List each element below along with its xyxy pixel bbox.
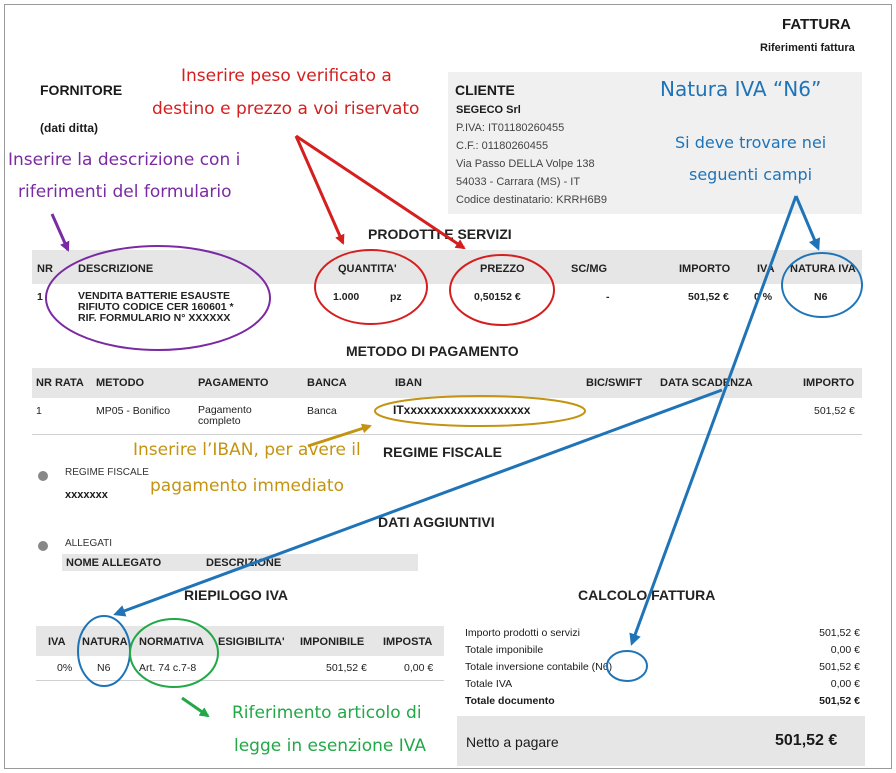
- dati-bullet-icon: [38, 541, 48, 551]
- pagamento-row-iban: ITxxxxxxxxxxxxxxxxxxx: [393, 403, 531, 417]
- fornitore-title: FORNITORE: [40, 82, 123, 98]
- riepilogo-col-natura: NATURA: [82, 636, 128, 648]
- pagamento-row-metodo: MP05 - Bonifico: [96, 405, 171, 417]
- prodotti-row-qty: 1.000: [333, 291, 360, 303]
- riepilogo-divider: [36, 680, 444, 681]
- annotation-iban-line1: Inserire l’IBAN, per avere il: [133, 440, 361, 460]
- netto-bar: [457, 716, 865, 766]
- calcolo-section-title: CALCOLO FATTURA: [578, 587, 716, 603]
- annotation-desc-line2: riferimenti del formulario: [18, 182, 232, 202]
- pagamento-row-importo: 501,52 €: [814, 405, 855, 417]
- annotation-rif-line1: Riferimento articolo di: [232, 703, 422, 723]
- riepilogo-col-esigibilita: ESIGIBILITA': [218, 636, 285, 648]
- riepilogo-row-imposta: 0,00 €: [404, 662, 434, 674]
- dati-section-title: DATI AGGIUNTIVI: [378, 514, 495, 530]
- pagamento-col-banca: BANCA: [307, 377, 347, 389]
- prodotti-col-scmg: SC/MG: [571, 263, 608, 275]
- prodotti-row-price: 0,50152 €: [474, 291, 521, 303]
- cliente-address: Via Passo DELLA Volpe 138: [456, 158, 595, 170]
- prodotti-col-natura: NATURA IVA: [790, 263, 856, 275]
- pagamento-divider: [32, 434, 862, 435]
- riepilogo-col-imposta: IMPOSTA: [383, 636, 433, 648]
- netto-label: Netto a pagare: [466, 734, 559, 750]
- annotation-natura-title: Natura IVA “N6”: [660, 77, 822, 101]
- prodotti-row-natura: N6: [814, 291, 828, 303]
- pagamento-col-metodo: METODO: [96, 377, 145, 389]
- regime-section-title: REGIME FISCALE: [383, 444, 503, 460]
- cliente-name: SEGECO Srl: [456, 104, 521, 116]
- pagamento-col-iban: IBAN: [395, 377, 422, 389]
- fornitore-subtitle: (dati ditta): [40, 121, 98, 135]
- invoice-subtitle: Riferimenti fattura: [760, 42, 855, 54]
- calcolo-row-importo: Importo prodotti o servizi 501,52 €: [465, 627, 860, 639]
- calcolo-row-iva: Totale IVA 0,00 €: [465, 678, 860, 690]
- riepilogo-row-iva: 0%: [57, 662, 73, 674]
- prodotti-col-descrizione: DESCRIZIONE: [78, 263, 154, 275]
- calcolo-row-inversione: Totale inversione contabile (N6) 501,52 …: [465, 661, 860, 673]
- calcolo-row-totale: Totale documento 501,52 €: [465, 695, 860, 707]
- annotation-desc-line1: Inserire la descrizione con i: [8, 150, 241, 170]
- regime-label: REGIME FISCALE: [65, 467, 149, 478]
- prodotti-row-unit: pz: [390, 291, 402, 303]
- pagamento-section-title: METODO DI PAGAMENTO: [346, 343, 519, 359]
- riepilogo-row-natura: N6: [97, 662, 111, 674]
- prodotti-row-sc: -: [606, 291, 610, 303]
- prodotti-row-nr: 1: [37, 291, 43, 303]
- pagamento-col-scadenza: DATA SCADENZA: [660, 377, 753, 389]
- pagamento-col-bic: BIC/SWIFT: [586, 377, 643, 389]
- riepilogo-col-imponibile: IMPONIBILE: [300, 636, 365, 648]
- dati-col-nome: NOME ALLEGATO: [66, 557, 162, 569]
- annotation-peso-line1: Inserire peso verificato a: [181, 66, 392, 86]
- riepilogo-row-imponibile: 501,52 €: [326, 662, 367, 674]
- prodotti-col-nr: NR: [37, 263, 53, 275]
- pagamento-row-banca: Banca: [307, 405, 337, 417]
- netto-value: 501,52 €: [775, 732, 838, 749]
- cliente-cf: C.F.: 01180260455: [456, 140, 549, 152]
- cliente-codice: Codice destinatario: KRRH6B9: [456, 194, 608, 206]
- prodotti-col-prezzo: PREZZO: [480, 263, 525, 275]
- annotation-peso-line2: destino e prezzo a voi riservato: [152, 99, 420, 119]
- pagamento-col-pagamento: PAGAMENTO: [198, 377, 269, 389]
- prodotti-col-quantita: QUANTITA': [338, 263, 397, 275]
- cliente-title: CLIENTE: [455, 82, 515, 98]
- regime-bullet-icon: [38, 471, 48, 481]
- riepilogo-col-iva: IVA: [48, 636, 66, 648]
- calcolo-rows: Importo prodotti o servizi 501,52 € Tota…: [465, 627, 860, 712]
- prodotti-col-iva: IVA: [757, 263, 775, 275]
- pagamento-col-importo: IMPORTO: [803, 377, 855, 389]
- regime-value: xxxxxxx: [65, 489, 108, 501]
- riepilogo-col-normativa: NORMATIVA: [139, 636, 204, 648]
- pagamento-row-pagamento: Pagamento completo: [198, 404, 252, 427]
- prodotti-row-descrizione: VENDITA BATTERIE ESAUSTE RIFIUTO CODICE …: [78, 290, 234, 324]
- annotation-natura-line2: seguenti campi: [689, 165, 813, 184]
- pagamento-row-nr: 1: [36, 405, 42, 417]
- prodotti-section-title: PRODOTTI E SERVIZI: [368, 226, 512, 242]
- calcolo-row-imponibile: Totale imponibile 0,00 €: [465, 644, 860, 656]
- cliente-box: [448, 72, 862, 214]
- dati-col-descrizione: DESCRIZIONE: [206, 557, 282, 569]
- riepilogo-section-title: RIEPILOGO IVA: [184, 587, 288, 603]
- annotation-natura-line1: Si deve trovare nei: [675, 133, 827, 152]
- annotation-rif-line2: legge in esenzione IVA: [234, 736, 426, 756]
- cliente-city: 54033 - Carrara (MS) - IT: [456, 176, 581, 188]
- prodotti-col-importo: IMPORTO: [679, 263, 731, 275]
- riepilogo-row-normativa: Art. 74 c.7-8: [139, 662, 197, 674]
- pagamento-col-nrrata: NR RATA: [36, 377, 84, 389]
- dati-label: ALLEGATI: [65, 538, 113, 549]
- prodotti-header-bar: [32, 250, 862, 284]
- annotation-iban-line2: pagamento immediato: [150, 476, 344, 496]
- prodotti-row-importo: 501,52 €: [688, 291, 729, 303]
- prodotti-row-iva: 0 %: [754, 291, 773, 303]
- cliente-piva: P.IVA: IT01180260455: [456, 122, 565, 134]
- invoice-title: FATTURA: [782, 16, 851, 33]
